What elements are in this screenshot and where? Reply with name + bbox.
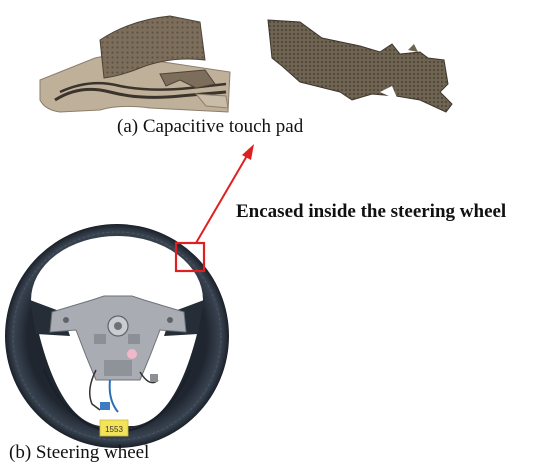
caption-steering-wheel: (b) Steering wheel [9,442,150,463]
caption-touch-pad: (a) Capacitive touch pad [117,116,304,137]
pointer-arrow [195,144,254,244]
callout-text: Encased inside the steering wheel [236,201,507,222]
highlight-box [174,241,206,273]
steering-wheel-image: 1553 [5,224,229,448]
touch-pad-sample-folded [39,15,231,113]
sticker-label: 1553 [105,425,123,434]
yellow-sticker [99,419,129,437]
touch-pad-sample-strip [267,19,453,113]
metal-spoke-frame [49,295,187,381]
